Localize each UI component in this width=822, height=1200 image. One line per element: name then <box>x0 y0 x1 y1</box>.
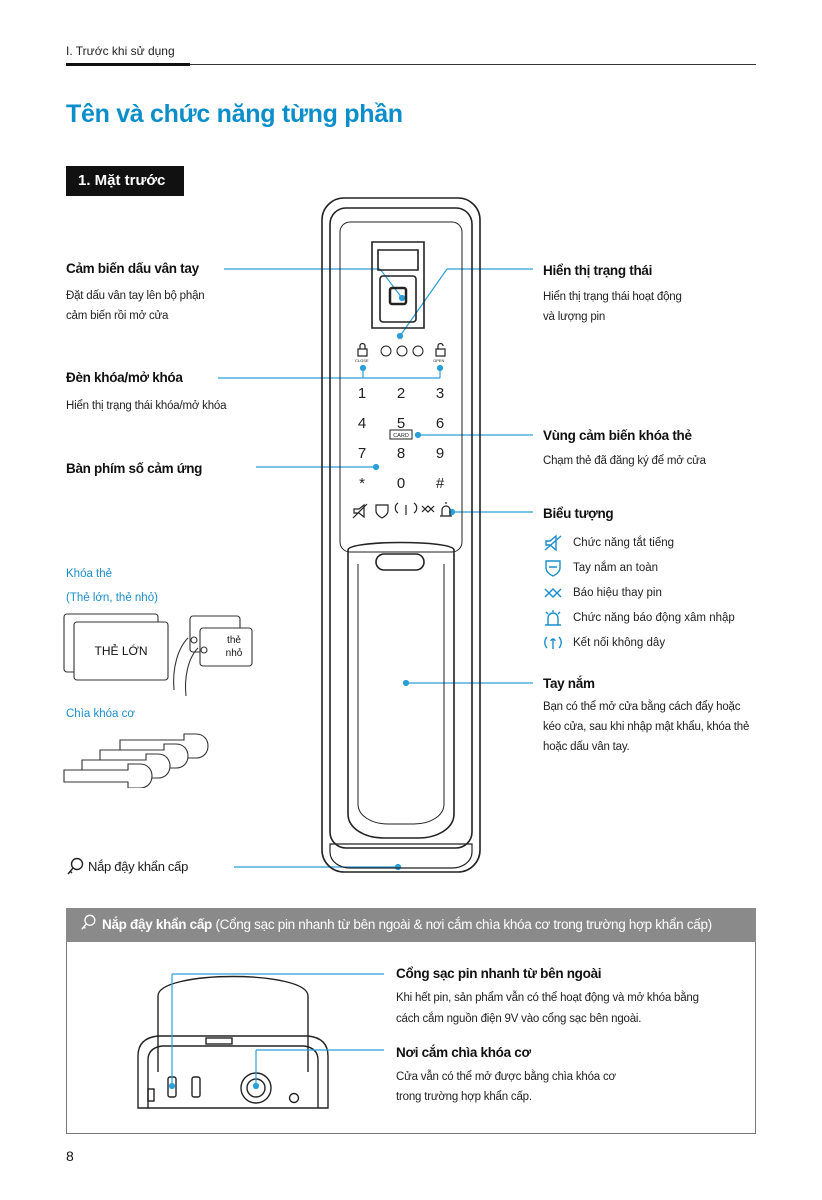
low-battery-icon <box>544 587 562 598</box>
panel-title-rest: (Cổng sạc pin nhanh từ bên ngoài & nơi c… <box>212 917 712 932</box>
close-lock-icon <box>357 342 368 357</box>
icon-item-alarm: Chức năng báo động xâm nhập <box>543 605 735 630</box>
lock-led-desc: Hiển thị trạng thái khóa/mở khóa <box>66 400 227 412</box>
charge-port-desc-2: cách cắm nguồn điện 9V vào cổng sạc bên … <box>396 1013 642 1025</box>
low-battery-icon <box>421 505 435 513</box>
handle-desc-3: hoặc dấu vân tay. <box>543 741 630 753</box>
emergency-cover-title: Nắp đậy khẩn cấp <box>88 859 188 874</box>
key-9[interactable]: 9 <box>436 445 444 462</box>
icon-item-wireless-label: Kết nối không dây <box>573 636 666 649</box>
wireless-icon <box>394 502 418 515</box>
key-3[interactable]: 3 <box>436 385 444 402</box>
keys-label: Chìa khóa cơ <box>66 708 135 720</box>
handle-desc-2: kéo cửa, sau khi nhập mật khẩu, khóa thẻ <box>543 721 750 733</box>
safety-handle-icon <box>545 559 561 577</box>
small-card-label-1: thẻ <box>227 635 241 646</box>
key-slot-desc-2: trong trường hợp khẩn cấp. <box>396 1091 532 1103</box>
open-lock-icon <box>435 342 446 357</box>
fingerprint-desc-2: cảm biến rồi mở cửa <box>66 310 169 322</box>
card-keys-illustration: THẺ LỚN thẻ nhỏ <box>63 613 253 697</box>
section-label: I. Trước khi sử dụng <box>66 44 175 58</box>
close-tag: CLOSE <box>355 358 369 363</box>
header-rule <box>66 64 756 65</box>
fingerprint-desc-1: Đặt dấu vân tay lên bộ phận <box>66 290 205 302</box>
icon-item-safety-label: Tay nắm an toàn <box>573 561 659 574</box>
card-label-1: Khóa thẻ <box>66 568 113 580</box>
emergency-key-icon <box>81 914 96 930</box>
status-desc-1: Hiển thị trạng thái hoạt động <box>543 291 682 303</box>
key-1[interactable]: 1 <box>358 385 366 402</box>
key-0[interactable]: 0 <box>397 475 405 492</box>
key-4[interactable]: 4 <box>358 415 366 432</box>
wireless-icon <box>544 636 562 649</box>
battery-level-2-icon <box>396 345 408 357</box>
big-card-label: THẺ LỚN <box>95 643 148 658</box>
icon-item-safety: Tay nắm an toàn <box>543 555 735 580</box>
fingerprint-title: Cảm biến dấu vân tay <box>66 261 199 276</box>
icon-item-wireless: Kết nối không dây <box>543 630 735 655</box>
key-slot-desc-1: Cửa vẫn có thể mở được bằng chìa khóa cơ <box>396 1071 616 1083</box>
icon-item-battery-label: Báo hiệu thay pin <box>573 586 662 599</box>
small-card-label-2: nhỏ <box>226 647 243 659</box>
intrusion-alarm-icon <box>545 609 561 626</box>
handle-desc-1: Bạn có thể mở cửa bằng cách đẩy hoặc <box>543 701 741 713</box>
safety-handle-icon <box>375 504 389 519</box>
key-5[interactable]: 5 <box>397 415 405 432</box>
key-slot-title: Nơi cắm chìa khóa cơ <box>396 1045 531 1060</box>
mute-icon <box>544 534 562 551</box>
key-7[interactable]: 7 <box>358 445 366 462</box>
key-6[interactable]: 6 <box>436 415 444 432</box>
icon-item-battery: Báo hiệu thay pin <box>543 580 735 605</box>
icons-title: Biểu tượng <box>543 506 614 521</box>
charge-port-title: Cổng sạc pin nhanh từ bên ngoài <box>396 966 602 981</box>
icons-list: Chức năng tắt tiếng Tay nắm an toàn Báo … <box>543 530 735 655</box>
intrusion-alarm-icon <box>440 502 452 517</box>
header-rule-accent <box>66 63 190 66</box>
key-hash[interactable]: # <box>436 475 445 492</box>
keypad-title: Bàn phím số cảm ứng <box>66 461 203 476</box>
status-title: Hiển thị trạng thái <box>543 263 653 278</box>
card-zone-title: Vùng cảm biến khóa thẻ <box>543 428 692 443</box>
charge-port-desc-1: Khi hết pin, sản phẩm vẫn có thể hoạt độ… <box>396 992 699 1004</box>
lock-led-title: Đèn khóa/mở khóa <box>66 370 183 385</box>
icon-item-alarm-label: Chức năng báo động xâm nhập <box>573 611 735 624</box>
emergency-cover-illustration <box>137 974 329 1109</box>
card-label-2: (Thẻ lớn, thẻ nhỏ) <box>66 592 158 604</box>
subsection-title: 1. Mặt trước <box>66 166 184 196</box>
battery-level-1-icon <box>380 345 392 357</box>
status-desc-2: và lượng pin <box>543 311 606 323</box>
card-sensor-icon <box>389 429 413 440</box>
page-title: Tên và chức năng từng phần <box>66 100 403 128</box>
door-lock-illustration: CLOSE OPEN 1 2 3 4 5 6 7 8 9 * 0 # CARD <box>321 197 481 873</box>
emergency-key-icon <box>67 857 84 875</box>
mechanical-keys-icon <box>63 733 209 788</box>
mute-icon <box>352 503 368 519</box>
key-8[interactable]: 8 <box>397 445 405 462</box>
panel-leader-lines <box>172 973 384 1051</box>
icon-item-mute-label: Chức năng tắt tiếng <box>573 536 675 549</box>
key-star[interactable]: * <box>359 475 365 492</box>
battery-level-3-icon <box>412 345 424 357</box>
page-number: 8 <box>66 1148 74 1164</box>
handle-title: Tay nắm <box>543 676 595 691</box>
open-tag: OPEN <box>433 358 444 363</box>
panel-header: Nắp đậy khẩn cấp (Cổng sạc pin nhanh từ … <box>66 908 756 942</box>
card-zone-desc: Chạm thẻ đã đăng ký để mở cửa <box>543 455 706 467</box>
icon-item-mute: Chức năng tắt tiếng <box>543 530 735 555</box>
panel-title-bold: Nắp đậy khẩn cấp <box>102 917 212 932</box>
card-tag: CARD <box>393 433 409 439</box>
key-2[interactable]: 2 <box>397 385 405 402</box>
